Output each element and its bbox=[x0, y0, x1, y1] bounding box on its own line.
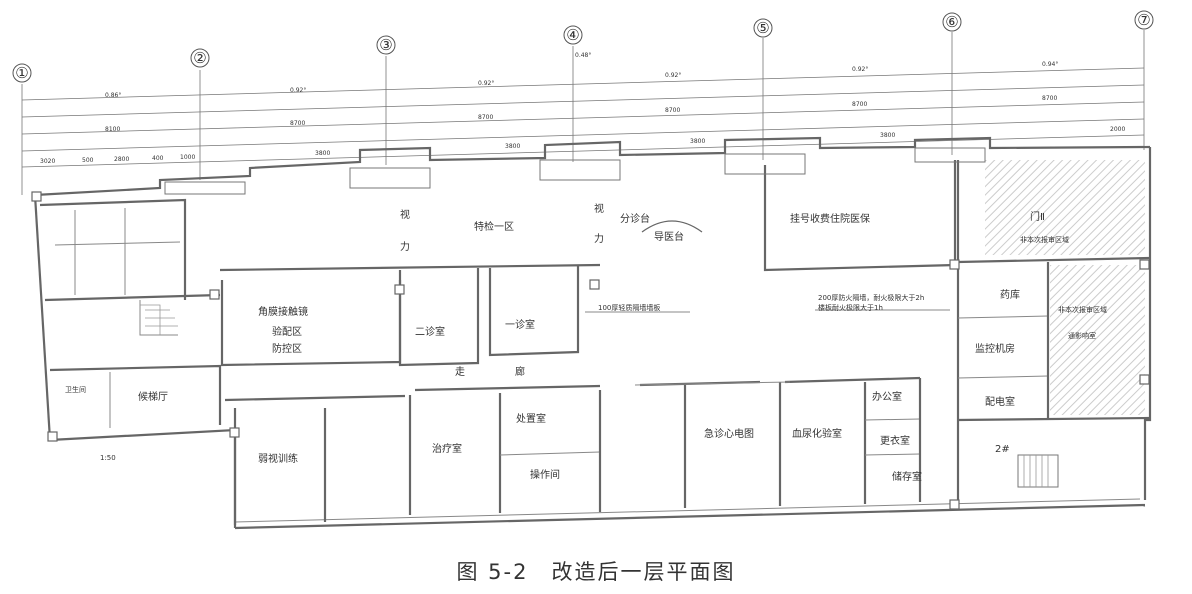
axis-label: ① bbox=[15, 64, 28, 82]
room-label: 非本次报审区域 bbox=[1020, 235, 1069, 244]
figure-caption: 图 5-2 改造后一层平面图 bbox=[456, 560, 736, 584]
axis-label: ⑦ bbox=[1137, 11, 1150, 29]
dim-sub: 1000 bbox=[180, 154, 195, 161]
room-label: 弱视训练 bbox=[258, 452, 298, 465]
exterior-walls bbox=[33, 136, 1152, 530]
dim-sub: 3020 bbox=[40, 158, 55, 165]
room-label: 100厚轻质隔墙墙板 bbox=[598, 303, 660, 312]
dim-span: 8700 bbox=[290, 120, 305, 127]
room-label: 更衣室 bbox=[880, 434, 910, 447]
axis-label: ④ bbox=[566, 26, 579, 44]
room-label: 防控区 bbox=[272, 342, 302, 355]
room-label: 楼板耐火极限大于1h bbox=[818, 303, 883, 312]
room-label: 力 bbox=[400, 240, 410, 253]
dim-angle: 0.94° bbox=[1042, 61, 1058, 68]
room-label: 分诊台 bbox=[620, 212, 650, 225]
room-label: 特检一区 bbox=[474, 220, 514, 233]
axis-label: ⑤ bbox=[756, 19, 769, 37]
dim-angle: 0.92° bbox=[852, 66, 868, 73]
axis-label: ② bbox=[193, 49, 206, 67]
stair-left bbox=[140, 304, 178, 335]
room-label: 2# bbox=[995, 444, 1010, 455]
room-label: 二诊室 bbox=[415, 325, 445, 338]
room-label: 力 bbox=[594, 232, 604, 245]
dim-sub: 3800 bbox=[505, 143, 520, 150]
room-label: 非本次报审区域 bbox=[1058, 305, 1107, 314]
room-label: 药库 bbox=[1000, 288, 1020, 301]
dim-sub: 2800 bbox=[114, 156, 129, 163]
room-label: 走 bbox=[455, 366, 465, 378]
axis-grid: ① ② ③ ④ ⑤ ⑥ ⑦ bbox=[12, 10, 1154, 195]
room-label: 廊 bbox=[515, 365, 525, 378]
guide-desk-arc bbox=[641, 220, 703, 233]
dim-angle: 0.92° bbox=[478, 80, 494, 87]
room-label: 视 bbox=[594, 202, 604, 215]
dim-span: 8100 bbox=[105, 126, 120, 133]
room-label: 处置室 bbox=[516, 412, 546, 425]
room-label: 操作间 bbox=[530, 468, 560, 481]
dim-span: 8700 bbox=[478, 114, 493, 121]
room-label: 挂号收费住院医保 bbox=[790, 212, 870, 225]
room-label: 急诊心电图 bbox=[704, 427, 754, 440]
dim-sub: 500 bbox=[82, 157, 94, 164]
dim-span: 8700 bbox=[1042, 95, 1057, 102]
stair-right bbox=[1017, 454, 1059, 488]
dim-angle: 0.48° bbox=[575, 52, 591, 59]
room-label: 角膜接触镜 bbox=[258, 305, 308, 318]
axis-label: ③ bbox=[379, 36, 392, 54]
room-label: 血尿化验室 bbox=[792, 427, 842, 440]
columns bbox=[31, 191, 1150, 510]
room-label: 监控机房 bbox=[975, 342, 1015, 355]
room-label: 办公室 bbox=[872, 390, 902, 403]
dim-angle: 0.92° bbox=[290, 87, 306, 94]
dim-sub: 2000 bbox=[1110, 126, 1125, 133]
dim-sub: 3800 bbox=[315, 150, 330, 157]
interior-walls bbox=[39, 160, 1151, 525]
dim-sub: 400 bbox=[152, 155, 164, 162]
room-label: 导医台 bbox=[654, 230, 684, 243]
dim-span: 8700 bbox=[852, 101, 867, 108]
dim-sub: 3800 bbox=[880, 132, 895, 139]
dim-angle: 0.86° bbox=[105, 92, 121, 99]
room-label: 视 bbox=[400, 208, 410, 221]
room-label: 门Ⅱ bbox=[1030, 210, 1045, 223]
room-label: 候梯厅 bbox=[138, 390, 168, 403]
dimension-lines: 0.86° 0.92° 0.92° 0.48° 0.92° 0.92° 0.94… bbox=[21, 52, 1145, 168]
dim-sub: 3800 bbox=[690, 138, 705, 145]
room-label: 储存室 bbox=[892, 470, 922, 483]
room-label: 验配区 bbox=[272, 325, 302, 338]
room-label: 1:50 bbox=[100, 454, 116, 462]
room-label: 一诊室 bbox=[505, 318, 535, 331]
room-label: 卫生间 bbox=[65, 385, 86, 394]
room-label: 配电室 bbox=[985, 395, 1015, 408]
non-scope-areas bbox=[985, 160, 1145, 415]
window-units bbox=[164, 147, 986, 195]
room-labels: 视 力 特检一区 视 力 分诊台 导医台 挂号收费住院医保 门Ⅱ 非本次报审区域… bbox=[65, 202, 1107, 483]
axis-label: ⑥ bbox=[945, 13, 958, 31]
room-label: 通影响室 bbox=[1068, 331, 1096, 340]
dim-span: 8700 bbox=[665, 107, 680, 114]
room-label: 200厚防火隔墙，耐火极限大于2h bbox=[818, 293, 924, 302]
room-label: 治疗室 bbox=[432, 442, 462, 455]
dim-angle: 0.92° bbox=[665, 72, 681, 79]
